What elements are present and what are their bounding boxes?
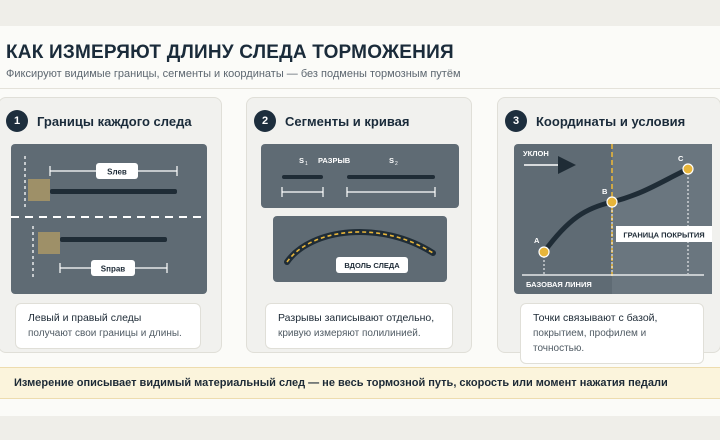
header-divider: [0, 88, 720, 89]
label-baseline: БАЗОВАЯ ЛИНИЯ: [526, 280, 592, 289]
along-label-box: [336, 257, 408, 273]
label-point-a: A: [534, 236, 540, 245]
label-s2: S: [389, 156, 394, 165]
card-2-caption-line1: Разрывы записывают отдельно,: [278, 312, 435, 324]
skid-mark-left: [50, 189, 177, 194]
boundaries-svg: Sлев Sправ: [11, 156, 207, 278]
tire-patch-left: [28, 179, 50, 201]
label-point-b: B: [602, 187, 608, 196]
card-2-caption-line2: кривую измеряют полилинией.: [278, 328, 421, 339]
skid-mark-right: [60, 237, 167, 242]
label-box-left: [96, 163, 138, 179]
coordinates-svg: УКЛОН A B C ГРАНИЦА ПОКРЫТИЯ БАЗОВАЯ ЛИН…: [522, 144, 712, 294]
page-title: КАК ИЗМЕРЯЮТ ДЛИНУ СЛЕДА ТОРМОЖЕНИЯ: [6, 42, 454, 63]
segments-diagram: S 1 РАЗРЫВ S 2: [261, 144, 459, 208]
label-box-right: [91, 260, 135, 276]
card-2-caption: Разрывы записывают отдельно, кривую изме…: [265, 303, 453, 349]
point-b-marker: [606, 196, 618, 208]
coordinates-diagram: УКЛОН A B C ГРАНИЦА ПОКРЫТИЯ БАЗОВАЯ ЛИН…: [514, 144, 712, 294]
label-point-c: C: [678, 154, 684, 163]
card-2-title: Сегменты и кривая: [285, 113, 410, 129]
tire-patch-right: [38, 232, 60, 254]
card-1-caption-line2: получают свои границы и длины.: [28, 328, 182, 339]
label-coverage: ГРАНИЦА ПОКРЫТИЯ: [623, 231, 704, 240]
label-gap: РАЗРЫВ: [318, 156, 351, 165]
card-1-caption: Левый и правый следы получают свои грани…: [15, 303, 201, 349]
coverage-zone: [612, 144, 712, 294]
slope-arrow-icon: [558, 156, 576, 174]
point-c-marker: [682, 163, 694, 175]
curve-diagram: ВДОЛЬ СЛЕДА: [273, 216, 447, 282]
label-s1: S: [299, 156, 304, 165]
coverage-label-box: [616, 226, 712, 242]
card-1-header: 1 Границы каждого следа: [6, 110, 192, 132]
label-s-left: Sлев: [107, 168, 127, 177]
segments-svg: S 1 РАЗРЫВ S 2: [281, 156, 436, 197]
card-1-caption-line1: Левый и правый следы: [28, 312, 142, 324]
curve-svg: ВДОЛЬ СЛЕДА: [284, 228, 436, 273]
card-3-caption-line1: Точки связывают с базой,: [533, 312, 658, 324]
step-number-1: 1: [6, 110, 28, 132]
card-boundaries: 1 Границы каждого следа Sлев Sправ: [0, 97, 222, 353]
label-along: ВДОЛЬ СЛЕДА: [344, 261, 400, 270]
point-a-marker: [538, 246, 550, 258]
card-3-caption-line2: покрытием, профилем и точностью.: [533, 328, 647, 354]
label-slope: УКЛОН: [523, 149, 549, 158]
label-s-right: Sправ: [101, 265, 126, 274]
step-number-2: 2: [254, 110, 276, 132]
card-segments: 2 Сегменты и кривая S 1 РАЗРЫВ S 2 ВДОЛЬ…: [246, 97, 472, 353]
card-3-title: Координаты и условия: [536, 113, 686, 129]
boundaries-diagram: Sлев Sправ: [11, 144, 207, 294]
card-1-title: Границы каждого следа: [37, 113, 192, 129]
card-2-header: 2 Сегменты и кривая: [254, 110, 410, 132]
step-number-3: 3: [505, 110, 527, 132]
label-s1-sub: 1: [305, 161, 308, 167]
label-s2-sub: 2: [395, 161, 398, 167]
segment-1-mark: [282, 175, 323, 179]
polyline-measurement: [286, 231, 434, 263]
card-coordinates: 3 Координаты и условия УКЛОН A B C ГРАНИ…: [497, 97, 720, 364]
card-3-header: 3 Координаты и условия: [505, 110, 685, 132]
card-3-caption: Точки связывают с базой, покрытием, проф…: [520, 303, 704, 364]
page-subtitle: Фиксируют видимые границы, сегменты и ко…: [6, 68, 461, 80]
segment-2-mark: [347, 175, 435, 179]
measurement-note: Измерение описывает видимый материальный…: [0, 367, 720, 399]
